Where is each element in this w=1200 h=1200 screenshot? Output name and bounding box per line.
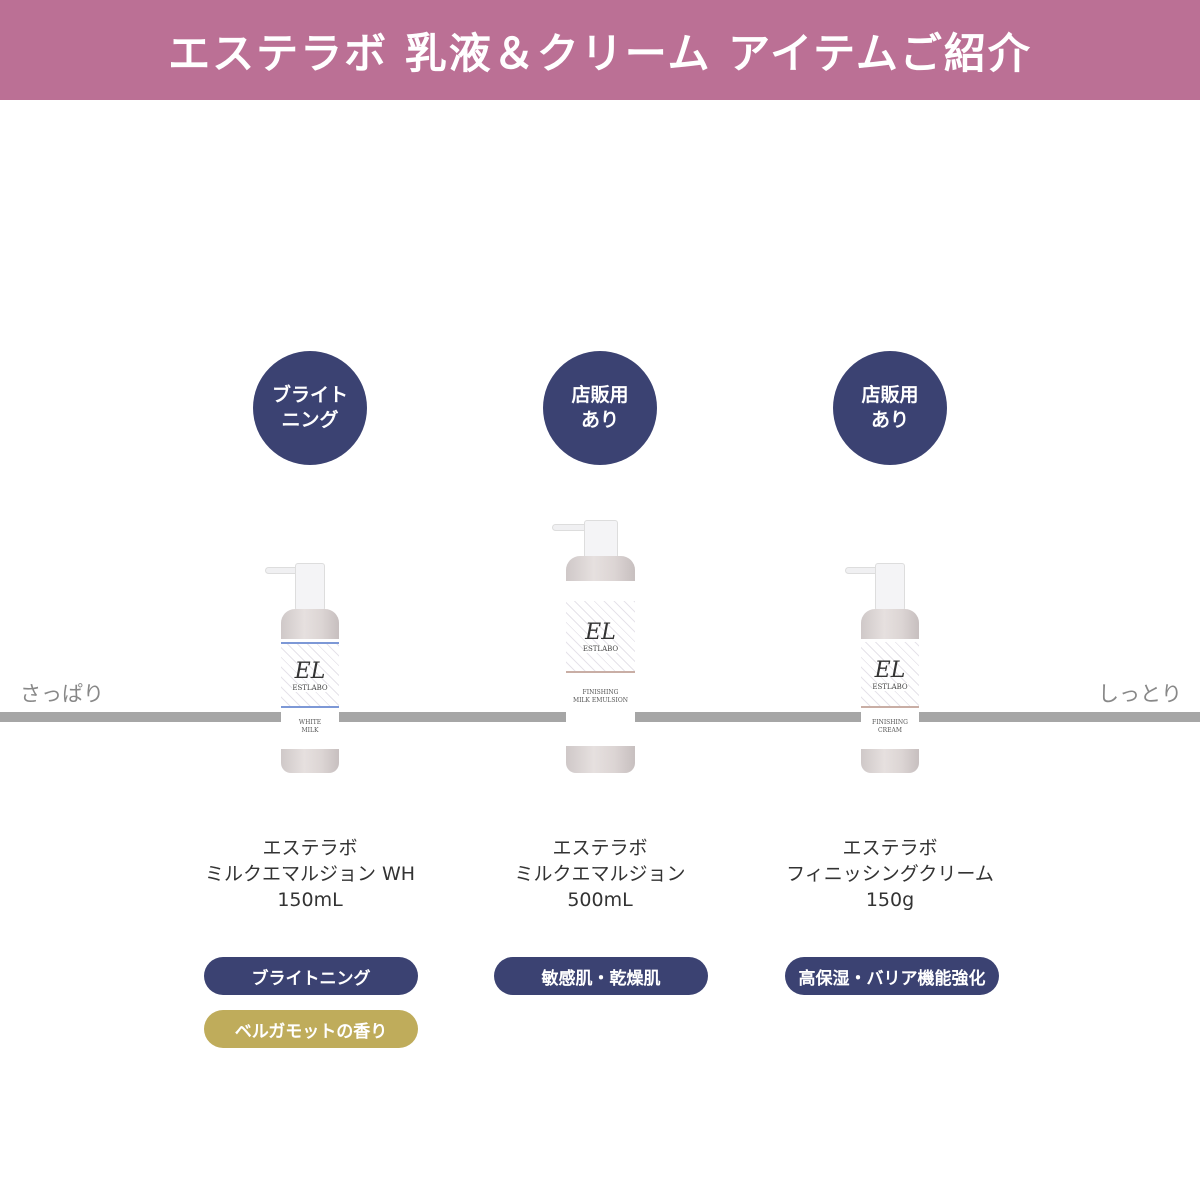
label-line: WHITE	[298, 719, 322, 726]
product-brand: エステラボ	[262, 837, 358, 859]
label-brand: ESTLABO	[582, 644, 619, 653]
bottle-label: EL ESTLABO FINISHING CREAM	[861, 639, 919, 749]
header-banner: エステラボ 乳液＆クリーム アイテムご紹介	[0, 0, 1200, 100]
scale-label-light: さっぱり	[20, 682, 104, 706]
label-brand: ESTLABO	[872, 682, 908, 691]
label-product-name: FINISHING MILK EMULSION	[566, 689, 635, 705]
bottle-body: EL ESTLABO FINISHING MILK EMULSION	[566, 556, 635, 773]
bottle-body: EL ESTLABO WHITE MILK	[281, 609, 339, 773]
label-line: MILK	[301, 727, 319, 734]
product-title: ミルクエマルジョン WH	[204, 863, 416, 885]
scale-label-rich: しっとり	[1098, 682, 1182, 706]
tag-pill: ブライトニング	[204, 957, 418, 995]
tag-pill: ベルガモットの香り	[204, 1010, 418, 1048]
label-line: FINISHING	[872, 719, 908, 726]
label-line: MILK EMULSION	[572, 697, 629, 704]
product-size: 500mL	[567, 889, 633, 911]
brand-logo-icon: EL	[294, 658, 326, 684]
product-size: 150g	[865, 889, 915, 911]
tag-pill: 高保湿・バリア機能強化	[785, 957, 999, 995]
label-line: FINISHING	[582, 689, 619, 696]
page-title: エステラボ 乳液＆クリーム アイテムご紹介	[168, 28, 1032, 78]
product-image-white-milk: EL ESTLABO WHITE MILK	[265, 563, 339, 773]
product-image-finishing-cream: EL ESTLABO FINISHING CREAM	[845, 563, 919, 773]
badge-line: あり	[870, 409, 909, 431]
bottle-label: EL ESTLABO WHITE MILK	[281, 639, 339, 749]
badge-line: 店販用	[861, 384, 919, 406]
badge-line: ニング	[281, 409, 339, 431]
pump-head	[875, 563, 905, 611]
pump-head	[295, 563, 325, 611]
label-pattern: EL ESTLABO	[566, 601, 635, 673]
product-brand: エステラボ	[842, 837, 938, 859]
feature-badge: 店販用 あり	[543, 351, 657, 465]
product-brand: エステラボ	[552, 837, 648, 859]
label-pattern: EL ESTLABO	[861, 642, 919, 708]
product-size: 150mL	[277, 889, 343, 911]
tag-pill: 敏感肌・乾燥肌	[494, 957, 708, 995]
feature-badge: 店販用 あり	[833, 351, 947, 465]
label-product-name: FINISHING CREAM	[861, 719, 919, 735]
bottle-body: EL ESTLABO FINISHING CREAM	[861, 609, 919, 773]
pump-head	[583, 520, 618, 560]
feature-badge: ブライト ニング	[253, 351, 367, 465]
brand-logo-icon: EL	[874, 657, 906, 683]
badge-line: 店販用	[571, 384, 629, 406]
label-pattern: EL ESTLABO	[281, 642, 339, 708]
label-product-name: WHITE MILK	[281, 719, 339, 735]
product-title: フィニッシングクリーム	[786, 863, 994, 885]
product-name: エステラボ ミルクエマルジョン WH 150mL	[180, 835, 440, 913]
product-image-milk-emulsion: EL ESTLABO FINISHING MILK EMULSION	[552, 520, 635, 773]
product-name: エステラボ ミルクエマルジョン 500mL	[470, 835, 730, 913]
badge-line: あり	[580, 409, 619, 431]
label-line: CREAM	[878, 727, 902, 734]
label-brand: ESTLABO	[292, 683, 328, 692]
product-title: ミルクエマルジョン	[514, 863, 686, 885]
brand-logo-icon: EL	[585, 619, 616, 645]
bottle-label: EL ESTLABO FINISHING MILK EMULSION	[566, 581, 635, 746]
product-name: エステラボ フィニッシングクリーム 150g	[760, 835, 1020, 913]
badge-line: ブライト	[271, 384, 348, 406]
